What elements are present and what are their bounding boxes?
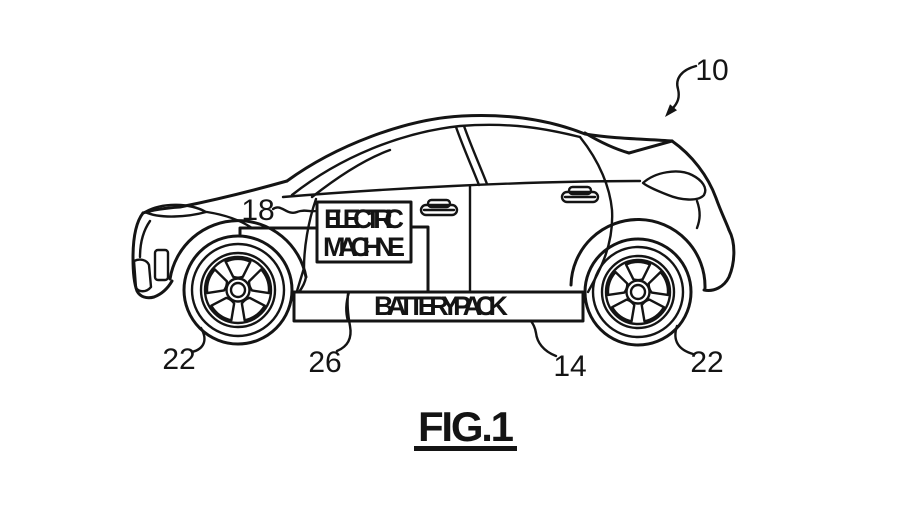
rear-wheel-arch bbox=[569, 218, 707, 290]
rear-rim-outer bbox=[600, 254, 676, 330]
rear-bumper bbox=[702, 228, 736, 292]
spoiler bbox=[627, 139, 674, 155]
electric-machine-box: ELECTRIC MACHINE bbox=[315, 200, 413, 264]
rear-spoke-cutouts bbox=[606, 260, 670, 323]
b-pillar bbox=[454, 124, 489, 187]
rear-wheel bbox=[583, 237, 693, 347]
rear-hub-inner bbox=[629, 283, 647, 301]
fog-light bbox=[153, 248, 170, 282]
figure-caption-underline bbox=[414, 446, 517, 451]
front-hub-inner bbox=[229, 281, 247, 299]
figure-caption-text: FIG.1 bbox=[418, 403, 514, 450]
rear-rim-inner bbox=[604, 258, 672, 326]
ref-22-front-label: 22 bbox=[162, 343, 195, 376]
front-spoke-cutouts bbox=[205, 257, 271, 322]
ref-26-leader bbox=[335, 292, 352, 353]
rear-door-handle bbox=[560, 185, 600, 204]
ref-10-arrowhead-icon bbox=[665, 104, 677, 117]
front-tire-outer bbox=[182, 234, 294, 346]
ref-14-leader bbox=[529, 319, 558, 358]
figure-caption: FIG.1 bbox=[414, 403, 517, 451]
ref-18-leader bbox=[271, 206, 318, 214]
ref-26-label: 26 bbox=[308, 346, 341, 379]
roof-line bbox=[285, 114, 674, 183]
front-wheel bbox=[182, 234, 294, 346]
hatch-edge bbox=[670, 139, 731, 232]
machine-housing-box bbox=[238, 225, 430, 293]
a-pillar-inner bbox=[310, 148, 392, 199]
ref-22-rear-label: 22 bbox=[690, 346, 723, 379]
battery-pack-label: BATTERY PACK bbox=[374, 291, 509, 321]
ref-14-label: 14 bbox=[553, 350, 586, 383]
front-wheel-arch bbox=[168, 219, 308, 281]
c-pillar bbox=[578, 135, 614, 294]
reference-annotations: 10 18 22 22 26 14 bbox=[162, 54, 728, 383]
front-rim-inner bbox=[203, 255, 273, 325]
front-intake bbox=[132, 258, 153, 293]
front-fascia bbox=[131, 211, 174, 300]
electric-machine-label-line2: MACHINE bbox=[323, 232, 405, 262]
front-crease bbox=[138, 219, 152, 259]
rear-tire-outer bbox=[583, 237, 693, 347]
fender-line bbox=[205, 210, 254, 230]
ref-18-label: 18 bbox=[241, 194, 274, 227]
window-top-line bbox=[290, 123, 582, 197]
taillight bbox=[641, 170, 707, 201]
ref-10-label: 10 bbox=[695, 54, 728, 87]
spoiler-inner-line bbox=[583, 131, 631, 155]
belt-line bbox=[281, 179, 642, 199]
rear-tire-inner bbox=[591, 245, 685, 339]
electric-machine-label-line1: ELECTRIC bbox=[324, 204, 404, 234]
front-door-handle bbox=[419, 198, 459, 217]
front-tire-inner bbox=[190, 242, 286, 338]
rear-panel-crease bbox=[695, 199, 701, 230]
car-body bbox=[131, 114, 736, 300]
ref-22-rear-leader bbox=[674, 324, 695, 356]
front-rim-outer bbox=[199, 251, 277, 329]
battery-pack-box: BATTERY PACK bbox=[292, 290, 585, 323]
ref-22-front-leader bbox=[190, 326, 206, 354]
ref-10-leader bbox=[670, 64, 698, 111]
